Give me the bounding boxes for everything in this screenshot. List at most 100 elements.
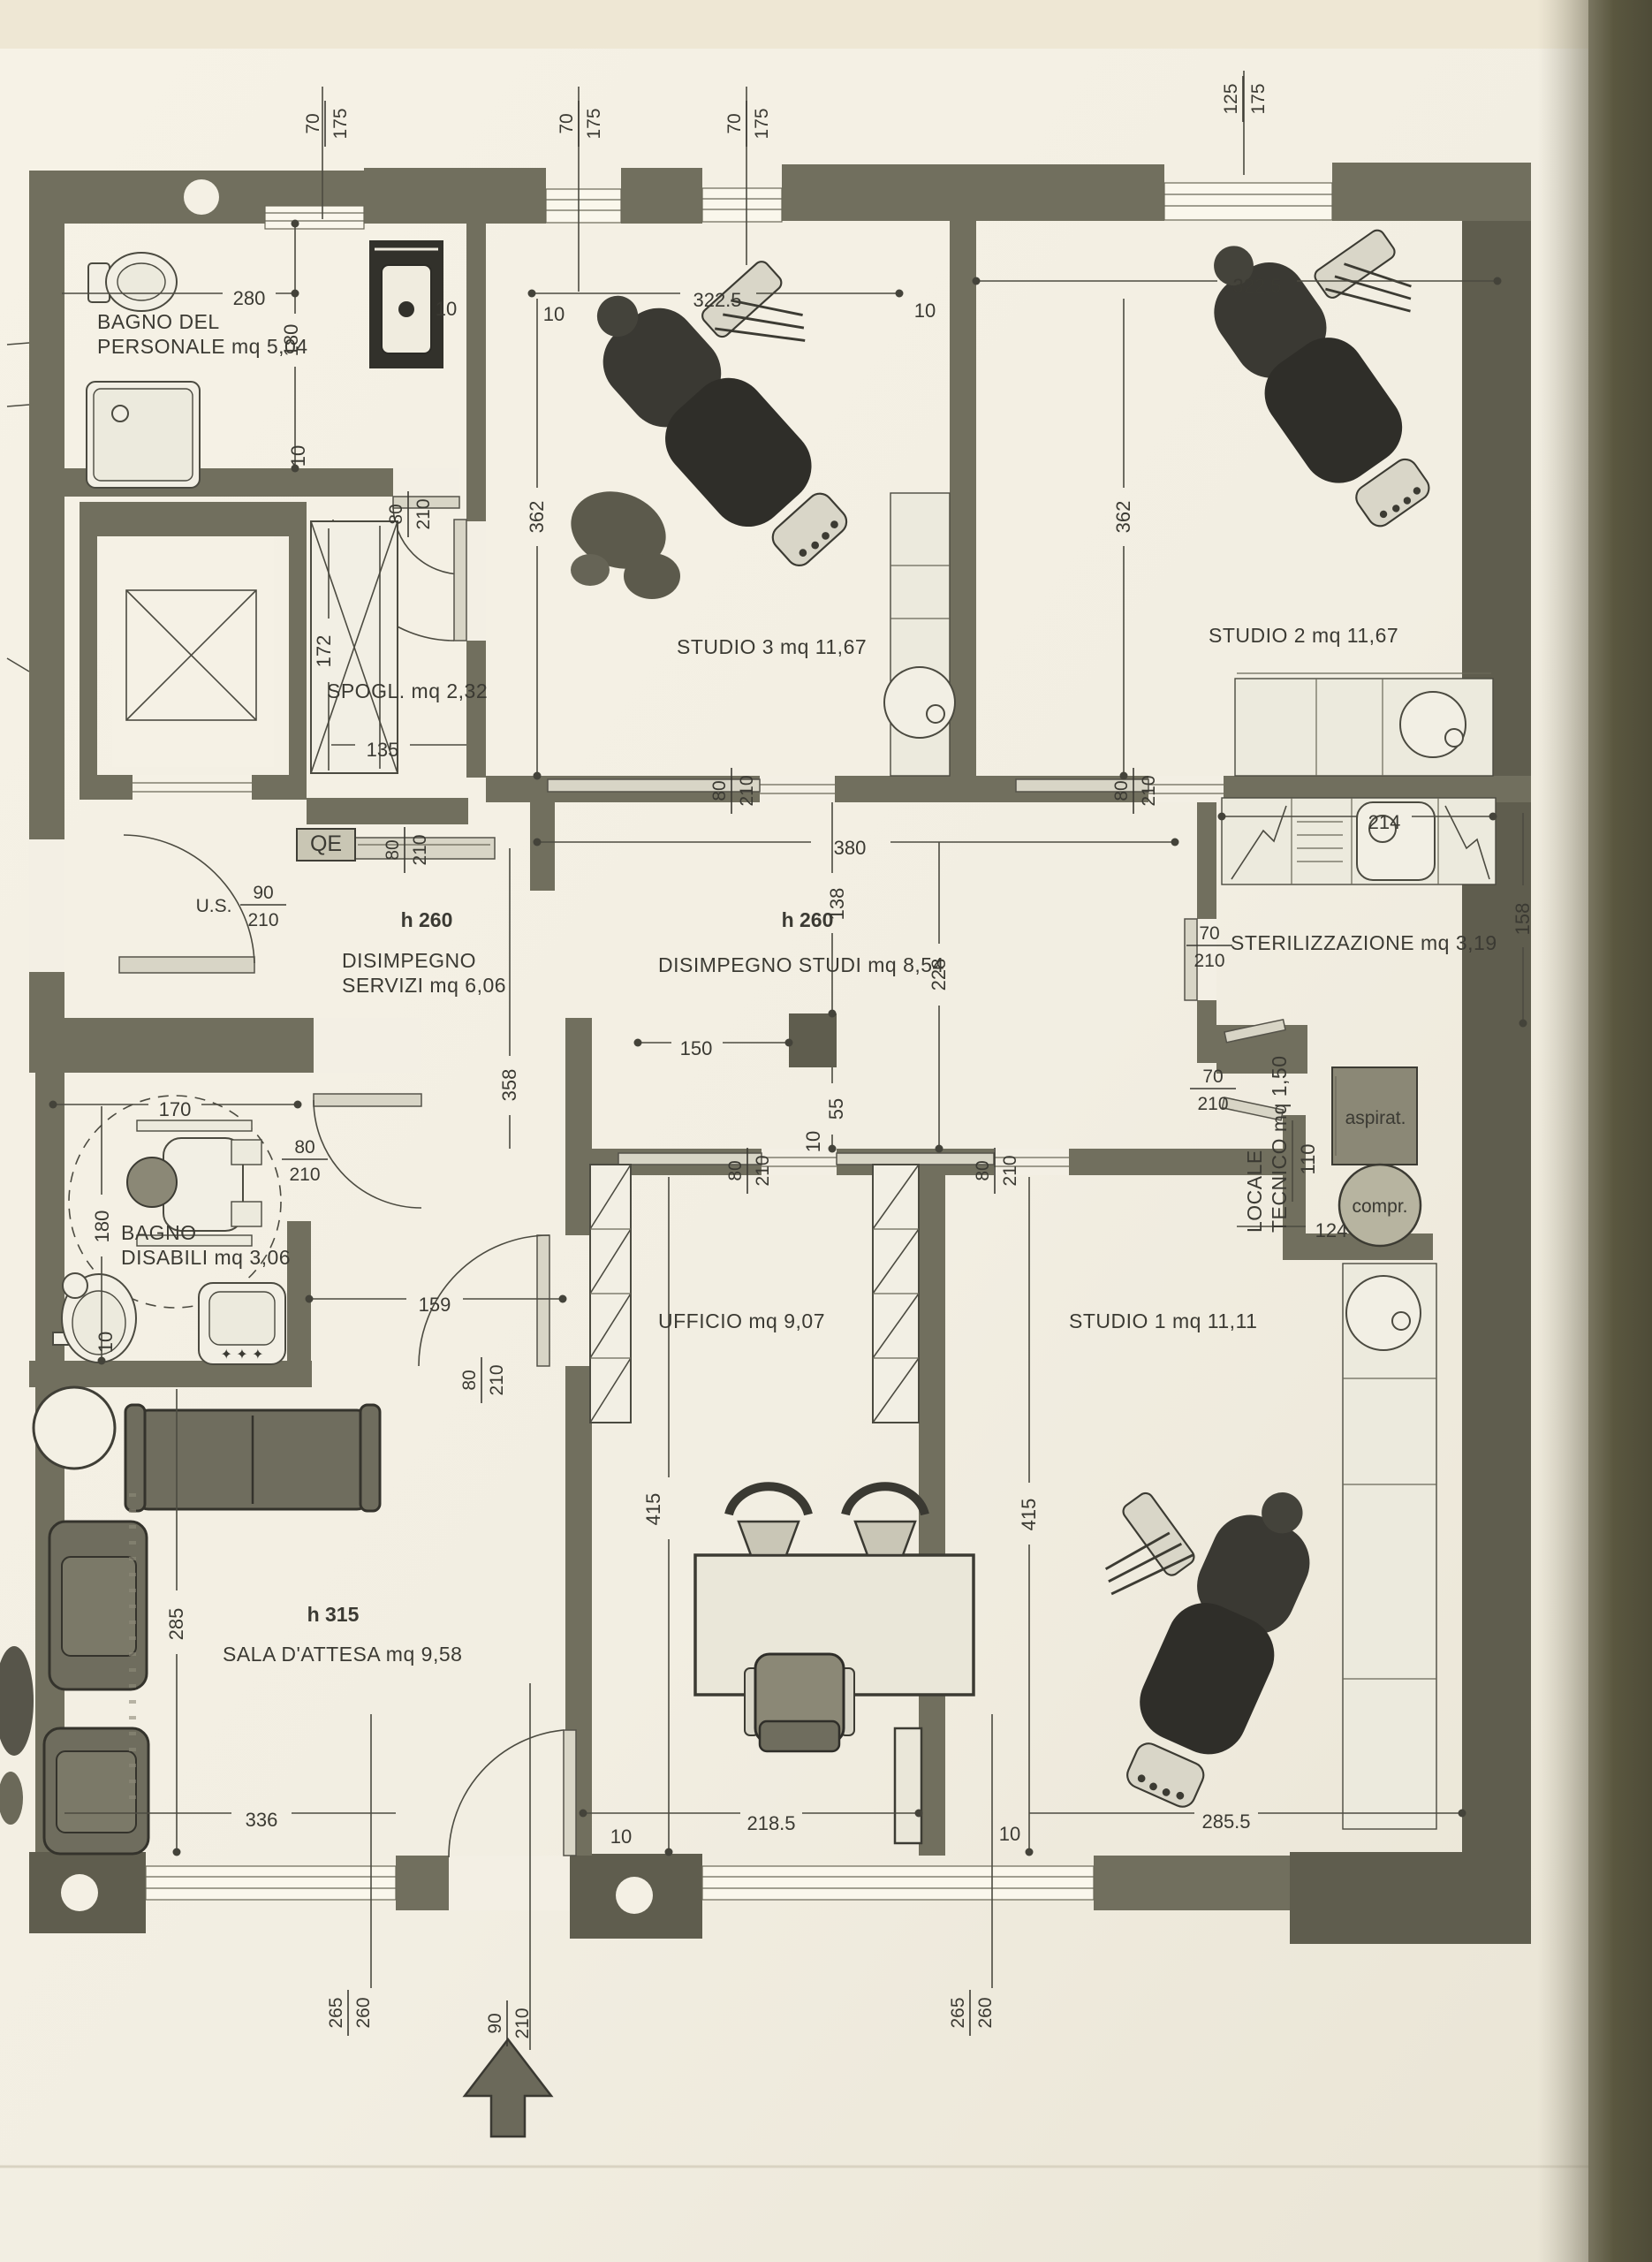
dimension-label: 10: [914, 300, 936, 322]
svg-text:✦ ✦ ✦: ✦ ✦ ✦: [220, 1347, 263, 1363]
svg-text:175: 175: [330, 108, 351, 139]
door-servizi: [352, 837, 496, 860]
window: [545, 188, 622, 224]
svg-text:285: 285: [165, 1608, 187, 1641]
equipment-label-compressore: compr.: [1352, 1196, 1407, 1217]
svg-text:150: 150: [680, 1037, 713, 1059]
svg-text:260: 260: [975, 1997, 996, 2028]
armchair-icon: [48, 1520, 148, 1691]
svg-text:10: 10: [543, 303, 565, 325]
dimension-label: 280: [233, 287, 266, 309]
svg-text:80: 80: [709, 780, 730, 801]
sterilizzazione-counter: [1221, 797, 1497, 885]
studio3-counter: [883, 492, 956, 777]
svg-text:10: 10: [95, 1332, 117, 1353]
room-label-studio-3: STUDIO 3 mq 11,67: [677, 635, 867, 658]
dimension-label: 180: [91, 1211, 113, 1243]
electrical-panel-icon: [296, 828, 356, 862]
dental-chair-icon: [596, 261, 848, 566]
svg-text:SPOGL. mq 2,32: SPOGL. mq 2,32: [327, 679, 488, 702]
dimension-label: 135: [367, 739, 399, 761]
window: [264, 205, 365, 230]
window: [145, 1865, 397, 1901]
dimension-label: 362: [1112, 501, 1134, 534]
dimension-label: 10: [436, 298, 457, 320]
dimension-label: 10: [610, 1826, 632, 1848]
svg-text:LOCALE: LOCALE: [1243, 1150, 1266, 1233]
svg-text:285.5: 285.5: [1201, 1810, 1250, 1833]
dimension-label: 172: [313, 635, 335, 668]
svg-text:STUDIO 2 mq 11,67: STUDIO 2 mq 11,67: [1209, 624, 1398, 647]
svg-text:TECNICO mq 1,50: TECNICO mq 1,50: [1268, 1056, 1291, 1233]
equipment-label-qe-box: QE: [310, 831, 342, 856]
svg-text:DISABILI mq 3,06: DISABILI mq 3,06: [121, 1246, 291, 1269]
dimension-label: 10: [999, 1823, 1020, 1845]
furniture: ✦ ✦ ✦: [32, 229, 1497, 2138]
dimension-label: 10: [95, 1332, 117, 1353]
svg-text:DISIMPEGNO STUDI mq 8,54: DISIMPEGNO STUDI mq 8,54: [658, 953, 944, 976]
dimension-label: 110: [1297, 1143, 1319, 1174]
svg-text:BAGNO: BAGNO: [121, 1221, 197, 1244]
svg-text:210: 210: [737, 775, 757, 806]
window: [1163, 182, 1333, 221]
dimension-label: 124: [1315, 1219, 1348, 1241]
svg-text:PERSONALE mq 5,04: PERSONALE mq 5,04: [97, 335, 308, 358]
svg-text:70: 70: [557, 113, 577, 133]
svg-text:158: 158: [1512, 903, 1534, 936]
svg-text:STUDIO 3 mq 11,67: STUDIO 3 mq 11,67: [677, 635, 867, 658]
office-chair-icon: [744, 1652, 855, 1753]
svg-text:135: 135: [367, 739, 399, 761]
svg-text:90: 90: [253, 883, 273, 903]
svg-text:90: 90: [485, 2013, 505, 2033]
room-label-ufficio: UFFICIO mq 9,07: [658, 1309, 824, 1332]
room-label-sala-attesa: SALA D'ATTESA mq 9,58: [223, 1643, 462, 1666]
room-label-spogliatoio: SPOGL. mq 2,32: [327, 679, 488, 702]
door-uscita-sicurezza: [29, 834, 255, 974]
svg-text:362: 362: [1112, 501, 1134, 534]
dimension-label: 138: [826, 888, 848, 921]
compressore-circle: [1338, 1163, 1422, 1248]
dental-chair-icon: [1104, 1492, 1310, 1808]
svg-text:228: 228: [928, 959, 950, 991]
dimension-label: 218.5: [746, 1812, 795, 1834]
svg-text:125: 125: [1221, 83, 1241, 114]
door-studio2: [1015, 776, 1224, 802]
paper-top-margin: [0, 0, 1652, 49]
svg-text:210: 210: [487, 1364, 507, 1395]
studio2-counter: [1234, 672, 1494, 777]
dimension-label: 322.5: [693, 289, 741, 311]
svg-text:10: 10: [999, 1823, 1020, 1845]
entrance-arrow-icon: [462, 2037, 554, 2138]
svg-text:280: 280: [233, 287, 266, 309]
shelf-unit-icon: [872, 1164, 920, 1423]
svg-text:210: 210: [413, 498, 434, 529]
svg-text:80: 80: [294, 1137, 314, 1158]
elevator-icon: [112, 536, 274, 800]
boiler-icon: [369, 240, 443, 368]
svg-text:210: 210: [1197, 1094, 1228, 1114]
aspiratore-box: [1331, 1066, 1418, 1165]
svg-text:210: 210: [1139, 775, 1159, 806]
dimension-label: 80 210: [709, 768, 757, 814]
dimension-label: 180: [280, 324, 302, 357]
dimension-label: 228: [928, 959, 950, 991]
dimension-label: 159: [419, 1294, 451, 1316]
svg-text:210: 210: [289, 1165, 320, 1185]
room-label-studio-1: STUDIO 1 mq 11,11: [1069, 1309, 1257, 1332]
door-studio3: [547, 776, 835, 802]
svg-text:10: 10: [610, 1826, 632, 1848]
door-entrance: [448, 1729, 577, 1910]
svg-text:80: 80: [725, 1160, 746, 1180]
